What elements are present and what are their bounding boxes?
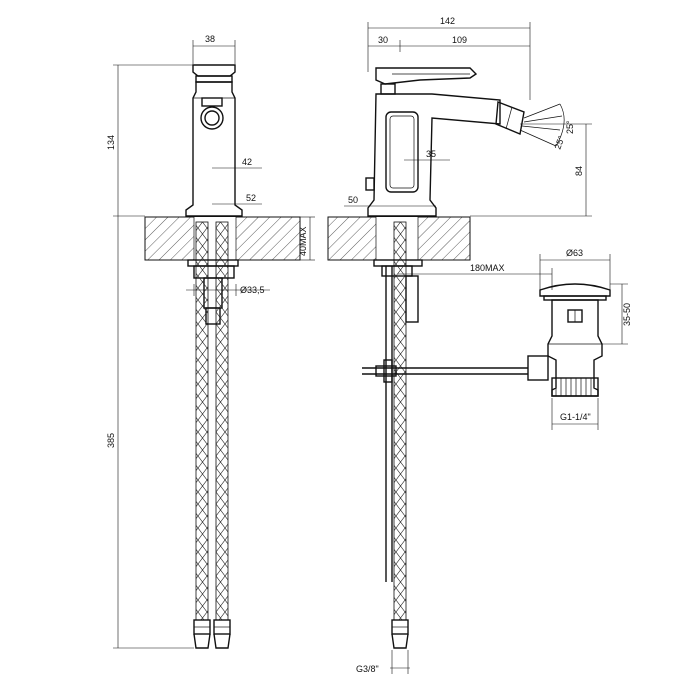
side-view: 142 30 109 35 25° 25° 84 50 180MAX G3/8" [327,16,592,674]
side-body-window [385,111,419,193]
dim-side-offset: 30 [378,35,388,45]
dim-deck-thickness: 40MAX [298,226,308,256]
dim-drain-diameter: Ø63 [566,248,583,258]
front-body [185,81,243,217]
dim-hose-length: 385 [106,433,116,448]
dim-drain-thread: G1-1/4" [560,412,591,422]
dim-hose-thread: G3/8" [356,664,379,674]
front-view: 38 134 42 52 40MAX Ø33,5 385 [106,34,315,649]
side-lever [375,67,478,85]
dim-rod-reach: 180MAX [470,263,505,273]
dim-side-total: 142 [440,16,455,26]
front-spout-outlet [200,106,224,130]
dim-side-body: 35 [426,149,436,159]
drain-cap [539,283,611,297]
dim-angle-b: 25° [552,134,566,151]
side-hose [393,221,407,621]
dim-hole-diameter: Ø33,5 [240,285,265,295]
dim-front-depth: 42 [242,157,252,167]
dim-front-base: 52 [246,193,256,203]
dim-drain-height: 35-50 [622,303,632,326]
dim-angle-a: 25° [565,120,575,134]
dim-side-height: 84 [574,166,584,176]
dim-side-base: 50 [348,195,358,205]
front-hose-right [215,221,229,621]
dim-side-spout: 109 [452,35,467,45]
dim-front-height: 134 [106,135,116,150]
side-spout-nozzle [495,101,525,135]
front-handle-cap [192,64,236,77]
drain-thread [551,377,599,397]
pop-up-drain: Ø63 35-50 G1-1/4" [527,248,632,430]
dim-front-width: 38 [205,34,215,44]
front-hose-left [195,221,209,621]
side-body [367,93,501,217]
